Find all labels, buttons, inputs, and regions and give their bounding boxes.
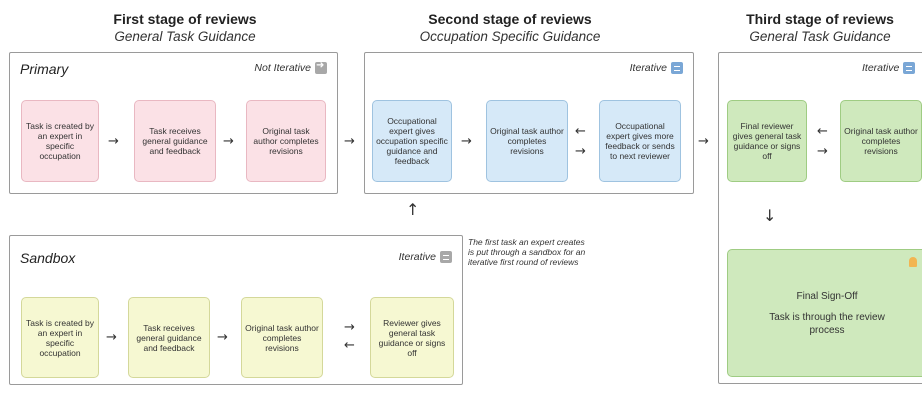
iterative-label: Iterative [629,62,667,74]
not-iterative-label: Not Iterative [254,62,311,74]
primary-node-create: Task is created by an expert in specific… [21,100,99,182]
primary-node-revisions: Original task author completes revisions [246,100,326,182]
arrow-icon [315,60,327,74]
primary-panel-title: Primary [20,61,69,77]
loop-icon [671,62,683,74]
second-stage-panel: Iterative Occupational expert gives occu… [364,52,694,194]
final-sign-off-box: Final Sign-Off Task is through the revie… [727,249,922,377]
sandbox-panel-title: Sandbox [20,250,76,266]
arrow-right-icon: → [575,144,586,159]
primary-panel: Primary Not Iterative Task is created by… [9,52,338,194]
arrow-left-icon: ← [344,338,355,353]
stage-1-subtitle: General Task Guidance [114,29,256,44]
third-stage-panel: Iterative Final reviewer gives general t… [718,52,922,384]
loop-icon [440,251,452,263]
stage-1-title: First stage of reviews [113,11,257,27]
third-node-revisions: Original task author completes revisions [840,100,922,182]
stage-2-subtitle: Occupation Specific Guidance [419,29,601,44]
sandbox-note: The first task an expert creates is put … [468,237,586,267]
final-sign-off-title: Final Sign-Off [796,290,858,302]
arrow-right-icon: → [108,134,119,149]
arrow-left-icon: ← [575,124,586,139]
iterative-label: Iterative [862,62,900,74]
second-node-occupational-expert: Occupational expert gives occupation spe… [372,100,452,182]
primary-iteration-indicator: Not Iterative [254,60,327,74]
stage-3-title: Third stage of reviews [746,11,894,27]
arrow-up-icon: ↑ [406,200,420,219]
second-node-revisions: Original task author completes revisions [486,100,568,182]
arrow-right-icon: → [106,330,117,345]
final-sign-off-text: Task is through the review process [769,311,885,336]
second-node-more-feedback: Occupational expert gives more feedback … [599,100,681,182]
flame-icon [909,257,917,267]
arrow-left-icon: ← [817,124,828,139]
primary-node-guidance: Task receives general guidance and feedb… [134,100,216,182]
second-iteration-indicator: Iterative [630,62,683,74]
loop-icon [903,62,916,74]
sandbox-node-revisions: Original task author completes revisions [241,297,323,378]
sandbox-node-reviewer: Reviewer gives general task guidance or … [370,297,454,378]
third-iteration-indicator: Iterative [862,62,916,74]
sandbox-node-guidance: Task receives general guidance and feedb… [128,297,210,378]
sandbox-node-create: Task is created by an expert in specific… [21,297,99,378]
arrow-right-icon: → [461,134,472,149]
arrow-right-icon: → [817,144,828,159]
arrow-down-icon: ↓ [763,206,777,225]
arrow-right-icon: → [217,330,228,345]
stage-3-subtitle: General Task Guidance [749,29,891,44]
arrow-right-icon: → [698,134,709,149]
iterative-label: Iterative [398,251,436,263]
arrow-right-icon: → [344,134,355,149]
arrow-right-icon: → [344,320,355,335]
stage-2-title: Second stage of reviews [428,11,592,27]
sandbox-panel: Sandbox Iterative Task is created by an … [9,235,463,385]
sandbox-iteration-indicator: Iterative [399,251,452,263]
arrow-right-icon: → [223,134,234,149]
third-node-final-reviewer: Final reviewer gives general task guidan… [727,100,807,182]
